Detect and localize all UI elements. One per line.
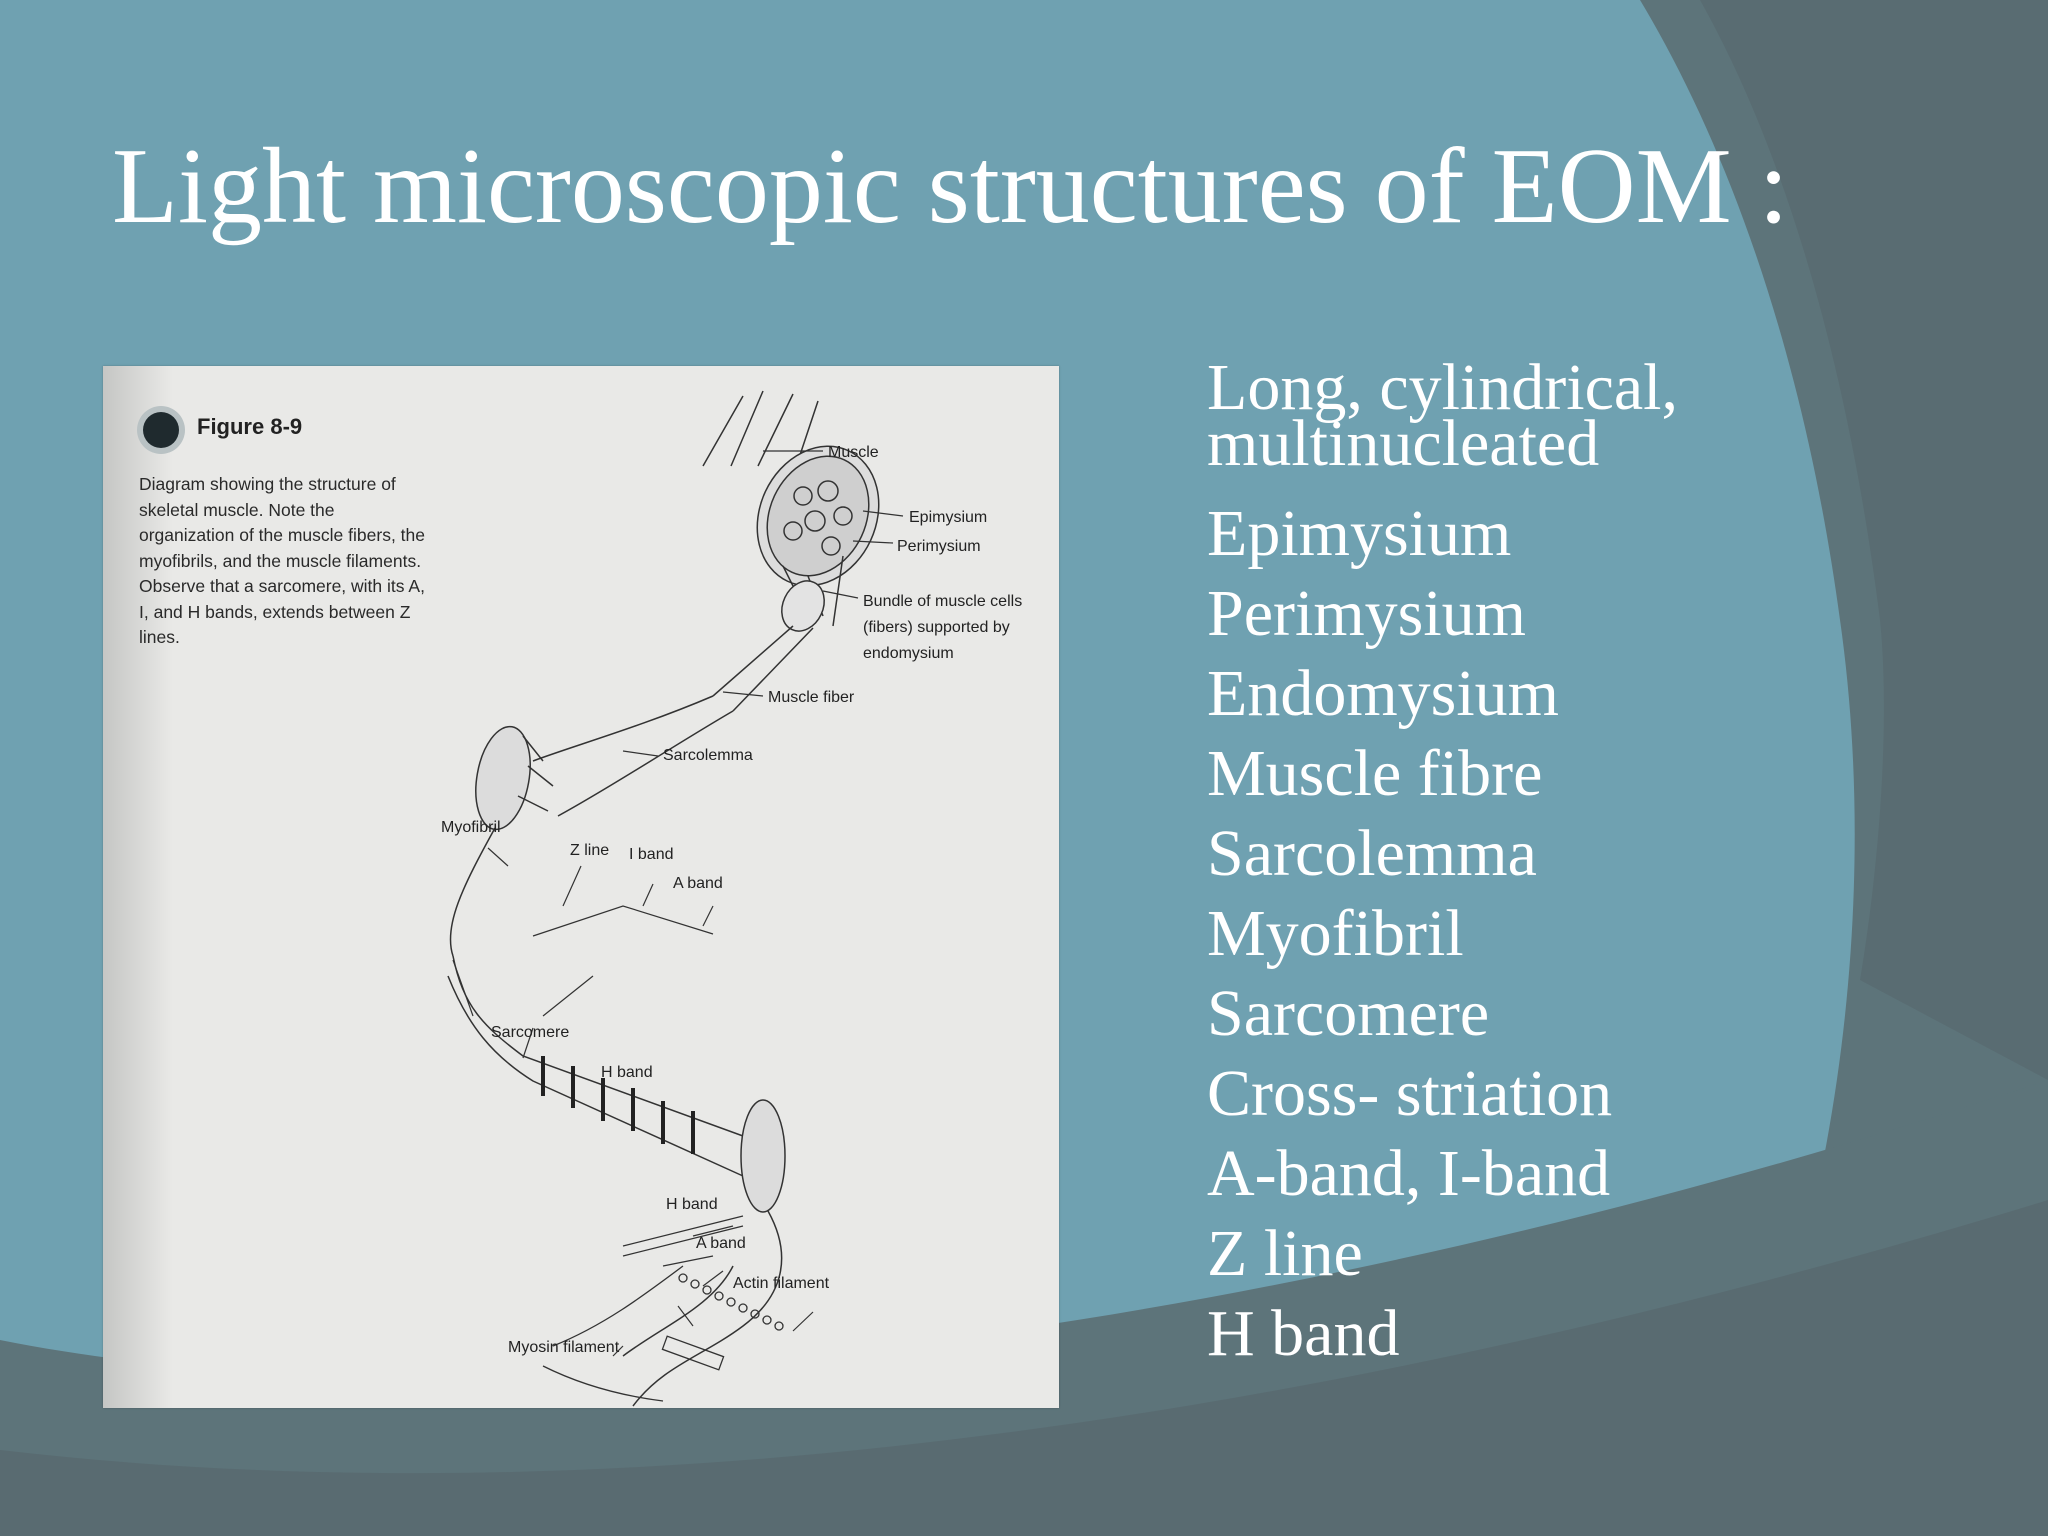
label-myosin-filament: Myosin filament bbox=[508, 1339, 620, 1356]
bullet-list: Long, cylindrical, multinucleated Epimys… bbox=[1207, 351, 2048, 1374]
label-bundle-line1: Bundle of muscle cells bbox=[863, 593, 1022, 610]
label-bundle-line3: endomysium bbox=[863, 645, 954, 662]
label-epimysium: Epimysium bbox=[909, 509, 987, 526]
label-h-band: H band bbox=[601, 1064, 653, 1081]
label-muscle: Muscle bbox=[828, 444, 879, 461]
muscle-fiber-drawing bbox=[449, 695, 734, 957]
label-sarcomere: Sarcomere bbox=[491, 1024, 569, 1041]
label-myofibril: Myofibril bbox=[441, 819, 501, 836]
figure-caption: Diagram showing the structure of skeleta… bbox=[139, 474, 425, 647]
bullet-item: Epimysium bbox=[1207, 497, 1512, 570]
bullet-item: Sarcomere bbox=[1207, 977, 1490, 1050]
label-a-band-lower: A band bbox=[696, 1235, 746, 1252]
label-sarcolemma: Sarcolemma bbox=[663, 747, 753, 764]
figure-title: Figure 8-9 bbox=[197, 414, 303, 439]
label-muscle-fiber: Muscle fiber bbox=[768, 689, 855, 706]
bullet-item: Myofibril bbox=[1207, 897, 1464, 970]
bullet-item: Long, cylindrical, multinucleated bbox=[1207, 351, 1679, 480]
leader-lines bbox=[452, 450, 904, 1357]
label-perimysium: Perimysium bbox=[897, 538, 981, 555]
label-a-band: A band bbox=[673, 875, 723, 892]
bullet-item: H band bbox=[1207, 1297, 1400, 1370]
label-actin-filament: Actin filament bbox=[733, 1275, 830, 1292]
muscle-diagram: Muscle Epimysium Perimysium Bundle of mu… bbox=[441, 390, 1022, 1407]
muscle-structure-figure: Figure 8-9 Diagram showing the structure… bbox=[103, 366, 1059, 1408]
label-i-band: I band bbox=[629, 846, 673, 863]
bullet-item: A-band, I-band bbox=[1207, 1137, 1611, 1210]
label-h-band-lower: H band bbox=[666, 1196, 718, 1213]
bullet-item: Muscle fibre bbox=[1207, 737, 1543, 810]
muscle-bundle-drawing bbox=[702, 390, 880, 712]
bullet-item: Z line bbox=[1207, 1217, 1363, 1290]
bullet-item: Endomysium bbox=[1207, 657, 1560, 730]
bullet-item: Sarcolemma bbox=[1207, 817, 1537, 890]
filament-drawing bbox=[542, 1215, 784, 1402]
label-bundle-line2: (fibers) supported by bbox=[863, 619, 1010, 636]
bullet-item: Cross- striation bbox=[1207, 1057, 1613, 1130]
slide-title: Light microscopic structures of EOM : bbox=[112, 127, 1789, 246]
label-z-line: Z line bbox=[570, 842, 609, 859]
bullet-item: Perimysium bbox=[1207, 577, 1527, 650]
page-shadow bbox=[103, 366, 173, 1408]
figure-badge-icon bbox=[143, 412, 179, 448]
